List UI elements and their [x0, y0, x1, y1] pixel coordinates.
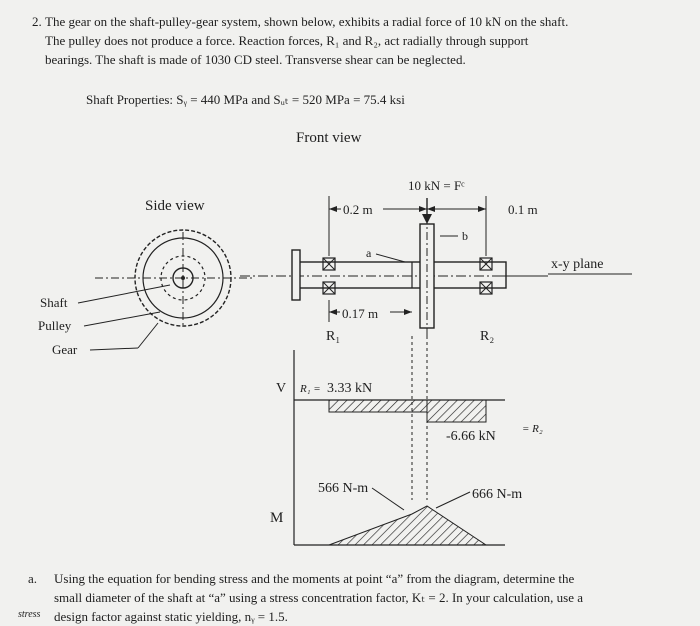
question-line-1: Using the equation for bending stress an… [54, 571, 575, 586]
question-line-3: design factor against static yielding, n… [54, 609, 288, 624]
moment-max-label: 666 N-m [472, 487, 522, 502]
shear-positive-label: 3.33 kN [327, 381, 372, 396]
side-view-gear [95, 229, 255, 327]
gear-label: Gear [52, 342, 78, 357]
plane-label: x-y plane [551, 257, 603, 272]
reaction-1-label: R₁ [326, 329, 340, 344]
handwritten-r1: R₁ = [299, 383, 321, 395]
side-view-title: Side view [145, 198, 205, 214]
pulley-label: Pulley [38, 318, 72, 333]
front-view-title: Front view [296, 130, 362, 146]
shaft-properties: Shaft Properties: Sᵧ = 440 MPa and Sᵤₜ =… [86, 92, 405, 107]
dim-left-label: 0.2 m [343, 202, 373, 217]
shaft-leader [77, 284, 171, 304]
handwritten-r2: = R₂ [522, 423, 543, 435]
dim-bottom-label: 0.17 m [342, 306, 378, 321]
question-a: a. Using the equation for bending stress… [28, 569, 584, 626]
point-a-label: a [366, 246, 372, 260]
problem-line-3: bearings. The shaft is made of 1030 CD s… [45, 52, 466, 67]
reaction-2-label: R₂ [480, 329, 494, 344]
shaft-label: Shaft [40, 295, 68, 310]
question-letter: a. [28, 571, 38, 586]
dim-right-label: 0.1 m [508, 202, 538, 217]
moment-diagram [294, 505, 505, 546]
handwritten-margin: stress [18, 609, 41, 620]
shear-negative-label: -6.66 kN [446, 429, 496, 444]
force-label: 10 kN = Fᶜ [408, 178, 465, 193]
problem-line-2: The pulley does not produce a force. Rea… [45, 33, 529, 48]
problem-number: 2. [32, 14, 42, 29]
problem-line-1: The gear on the shaft-pulley-gear system… [45, 14, 569, 29]
gear-leader [89, 347, 139, 351]
front-view-shaft [240, 216, 535, 336]
question-line-2: small diameter of the shaft at “a” using… [54, 590, 584, 605]
pulley-leader [83, 311, 161, 327]
shear-diagram [293, 350, 505, 545]
moment-a-label: 566 N-m [318, 481, 368, 496]
moment-axis-label: M [270, 510, 283, 526]
shear-axis-label: V [276, 381, 286, 396]
problem-statement: 2. The gear on the shaft-pulley-gear sys… [32, 12, 569, 69]
point-b-label: b [462, 229, 468, 243]
